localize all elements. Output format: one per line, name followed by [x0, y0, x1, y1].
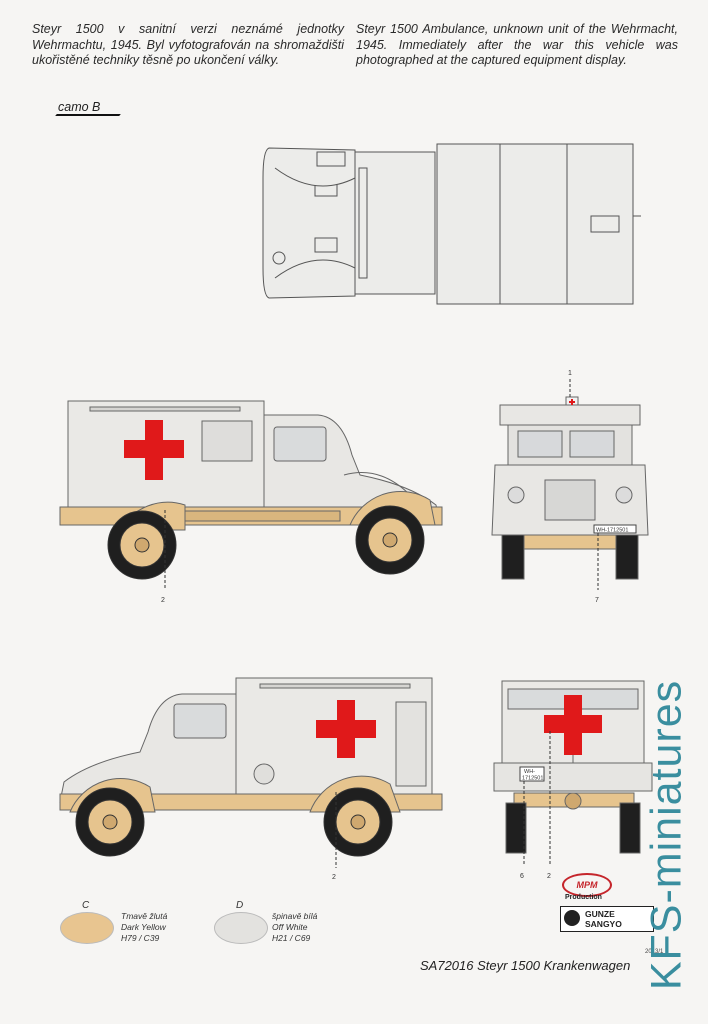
mpm-production-text: Production	[565, 894, 602, 901]
callout-side-lower: 2	[332, 874, 336, 881]
callout-rear-left: 6	[520, 873, 524, 880]
red-cross-side-upper	[124, 420, 184, 480]
callout-side-upper: 2	[161, 597, 165, 604]
caption-english: Steyr 1500 Ambulance, unknown unit of th…	[356, 22, 678, 67]
callout-rear-right: 2	[547, 873, 551, 880]
side-view-left-drawing: 2	[59, 677, 443, 881]
watermark: KFS-miniatures	[642, 679, 691, 991]
gunze-sangyo-logo: GUNZE SANGYO	[560, 906, 654, 932]
callout-front-bottom: 7	[595, 597, 599, 604]
swatch-dark-yellow	[60, 912, 114, 944]
gunze-circle-icon	[564, 910, 580, 926]
callout-front-top: 1	[568, 370, 572, 377]
swatch-d-text: špinavě bílá Off White H21 / C69	[272, 911, 318, 943]
rear-view-drawing: WH- 1712501 6 2	[493, 680, 653, 880]
footer-title: SA72016 Steyr 1500 Krankenwagen	[420, 958, 631, 973]
swatch-off-white	[214, 912, 268, 944]
side-view-right-drawing: 2	[59, 400, 443, 604]
front-view-drawing: WH-1712501 1 7	[491, 370, 649, 604]
red-cross-side-lower	[316, 700, 376, 758]
plate-rear-line1: WH-	[524, 769, 535, 775]
camo-underline	[55, 114, 121, 116]
plate-front: WH-1712501	[596, 528, 628, 534]
camo-label: camo B	[58, 100, 101, 114]
sangyo-text: SANGYO	[585, 919, 622, 929]
swatch-letter-c: C	[82, 900, 90, 911]
swatch-letter-d: D	[236, 900, 244, 911]
caption-czech: Steyr 1500 v sanitní verzi neznámé jedno…	[32, 22, 344, 67]
mpm-logo: MPM	[562, 873, 612, 897]
year-text: 2013/1	[645, 949, 664, 955]
swatch-c-text: Tmavě žlutá Dark Yellow H79 / C39	[121, 911, 168, 943]
top-view-drawing	[262, 143, 641, 305]
plate-rear-line2: 1712501	[522, 776, 543, 782]
gunze-text: GUNZE	[585, 909, 615, 919]
red-cross-rear	[544, 695, 602, 755]
